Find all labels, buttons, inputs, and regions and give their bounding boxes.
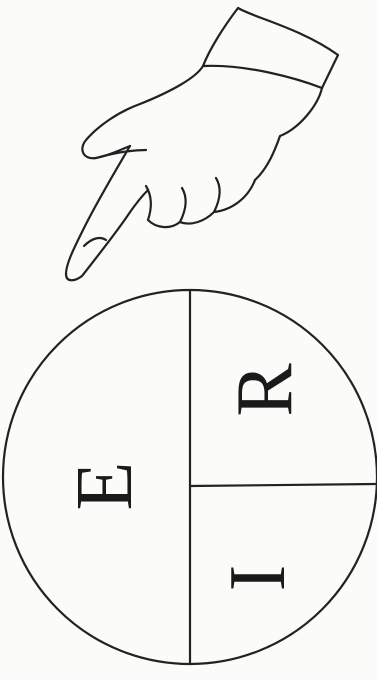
pointing-hand-icon	[66, 8, 338, 280]
segment-label-e: E	[61, 462, 149, 511]
horizontal-divider	[190, 484, 376, 486]
segmented-circle	[3, 290, 377, 664]
segment-label-i: I	[214, 565, 302, 592]
segment-label-r: R	[221, 363, 309, 417]
